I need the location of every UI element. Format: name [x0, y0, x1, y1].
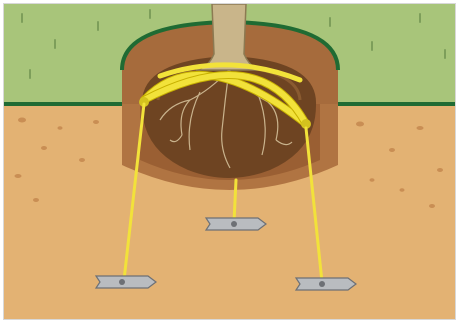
guy-line-center — [234, 180, 236, 222]
ground-anchor-right — [296, 278, 356, 290]
ground-anchor-center — [206, 218, 266, 230]
ground-anchor-left — [96, 276, 156, 288]
